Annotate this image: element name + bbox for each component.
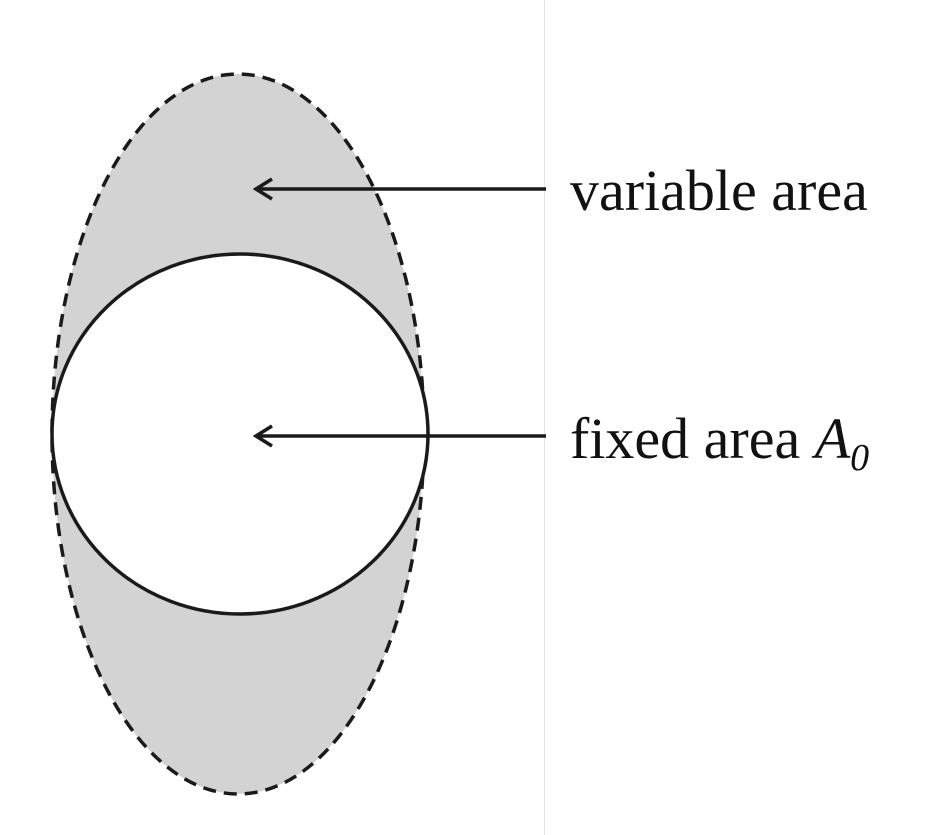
variable-area-label: variable area [570, 162, 868, 220]
fixed-area-subscript: 0 [850, 437, 870, 479]
fixed-area-text: fixed area [570, 406, 815, 471]
fixed-area-symbol: A [814, 406, 851, 471]
fixed-area-circle [50, 252, 430, 616]
variable-area-text: variable area [570, 158, 868, 223]
panel-divider [544, 0, 545, 835]
arrow-left-icon [252, 424, 546, 448]
arrow-left-icon [252, 177, 546, 201]
fixed-area-label: fixed area A0 [570, 410, 870, 479]
